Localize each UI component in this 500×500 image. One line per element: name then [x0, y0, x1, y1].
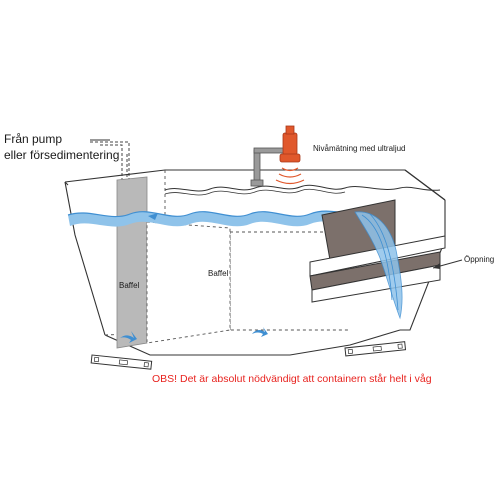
water-surface — [67, 184, 441, 227]
sensor-label: Nivåmätning med ultraljud — [313, 144, 406, 153]
baffle-left — [116, 176, 148, 349]
opening-label: Öppning — [464, 255, 494, 264]
tank-outline — [64, 169, 446, 356]
inlet-label-line2: eller försedimentering — [4, 148, 119, 162]
opening-pointer — [432, 259, 463, 269]
baffle-right-label: Baffel — [208, 269, 229, 278]
warning-text: OBS! Det är absolut nödvändigt att conta… — [152, 373, 432, 385]
spirit-level-icon — [90, 341, 407, 370]
baffle-right — [146, 221, 231, 344]
ultrasonic-sensor-icon — [250, 125, 305, 187]
inlet-label-line1: Från pump — [4, 132, 62, 146]
water-stream — [354, 211, 403, 320]
baffle-left-label: Baffel — [119, 281, 140, 290]
flow-arrow-icon — [120, 213, 268, 343]
